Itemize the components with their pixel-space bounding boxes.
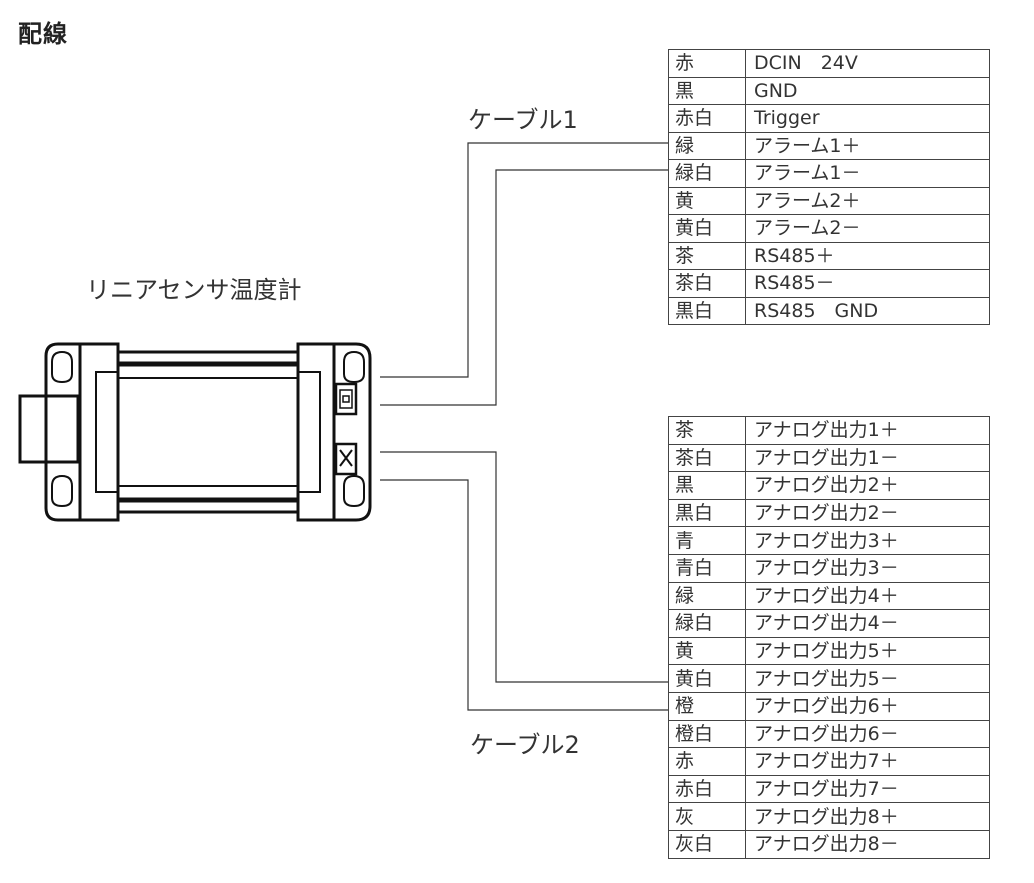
signal-cell: アナログ出力5－ bbox=[745, 664, 990, 693]
wire-color-cell: 黒 bbox=[668, 76, 746, 105]
table-row: 橙白アナログ出力6－ bbox=[668, 719, 990, 749]
wire-color-cell: 灰 bbox=[668, 802, 746, 831]
wire-color-cell: 茶 bbox=[668, 416, 746, 445]
signal-cell: アナログ出力6＋ bbox=[745, 691, 990, 721]
table-row: 青白アナログ出力3－ bbox=[668, 553, 990, 583]
wire-color-cell: 赤白 bbox=[668, 774, 746, 804]
cable2-table: 茶アナログ出力1＋茶白アナログ出力1－黒アナログ出力2＋黒白アナログ出力2－青ア… bbox=[668, 416, 990, 859]
table-row: 赤アナログ出力7＋ bbox=[668, 747, 990, 776]
signal-cell: アラーム2－ bbox=[745, 214, 990, 243]
signal-cell: アナログ出力7－ bbox=[745, 774, 990, 804]
cable2-label: ケーブル2 bbox=[470, 731, 580, 759]
signal-cell: Trigger bbox=[745, 104, 990, 133]
page-title: 配線 bbox=[18, 20, 68, 48]
table-row: 黄アラーム2＋ bbox=[668, 186, 990, 215]
table-row: 緑アラーム1＋ bbox=[668, 131, 990, 160]
wire-color-cell: 灰白 bbox=[668, 829, 746, 859]
signal-cell: アナログ出力4＋ bbox=[745, 581, 990, 611]
table-row: 緑白アナログ出力4－ bbox=[668, 609, 990, 638]
wire-color-cell: 赤 bbox=[668, 49, 746, 78]
signal-cell: アナログ出力5＋ bbox=[745, 636, 990, 666]
signal-cell: アナログ出力1＋ bbox=[745, 416, 990, 445]
signal-cell: GND bbox=[745, 76, 990, 105]
table-row: 茶白アナログ出力1－ bbox=[668, 443, 990, 473]
wire-color-cell: 緑 bbox=[668, 131, 746, 160]
device-label: リニアセンサ温度計 bbox=[86, 276, 302, 304]
signal-cell: アナログ出力7＋ bbox=[745, 747, 990, 776]
signal-cell: アナログ出力4－ bbox=[745, 609, 990, 638]
signal-cell: アナログ出力1－ bbox=[745, 443, 990, 473]
wire-color-cell: 黄 bbox=[668, 186, 746, 215]
signal-cell: アナログ出力2＋ bbox=[745, 471, 990, 500]
signal-cell: アナログ出力6－ bbox=[745, 719, 990, 749]
table-row: 黒アナログ出力2＋ bbox=[668, 471, 990, 500]
wire-color-cell: 緑白 bbox=[668, 159, 746, 188]
wire-color-cell: 青白 bbox=[668, 553, 746, 583]
wire-color-cell: 青 bbox=[668, 526, 746, 555]
signal-cell: アラーム2＋ bbox=[745, 186, 990, 215]
signal-cell: アラーム1－ bbox=[745, 159, 990, 188]
wire-color-cell: 緑 bbox=[668, 581, 746, 611]
wire-color-cell: 茶 bbox=[668, 241, 746, 270]
table-row: 緑白アラーム1－ bbox=[668, 159, 990, 188]
sensor-device-icon bbox=[18, 342, 372, 522]
table-row: 黄白アラーム2－ bbox=[668, 214, 990, 243]
signal-cell: アナログ出力3＋ bbox=[745, 526, 990, 555]
wire-color-cell: 橙白 bbox=[668, 719, 746, 749]
wire-color-cell: 赤 bbox=[668, 747, 746, 776]
signal-cell: RS485－ bbox=[745, 269, 990, 298]
signal-cell: アナログ出力8－ bbox=[745, 829, 990, 859]
signal-cell: アラーム1＋ bbox=[745, 131, 990, 160]
table-row: 青アナログ出力3＋ bbox=[668, 526, 990, 555]
table-row: 灰白アナログ出力8－ bbox=[668, 829, 990, 859]
table-row: 緑アナログ出力4＋ bbox=[668, 581, 990, 611]
wire-color-cell: 茶白 bbox=[668, 443, 746, 473]
table-row: 灰アナログ出力8＋ bbox=[668, 802, 990, 831]
cable2-wires bbox=[380, 451, 668, 711]
wire-color-cell: 黄 bbox=[668, 636, 746, 666]
wire-color-cell: 緑白 bbox=[668, 609, 746, 638]
signal-cell: RS485＋ bbox=[745, 241, 990, 270]
table-row: 茶アナログ出力1＋ bbox=[668, 416, 990, 445]
wire-color-cell: 黄白 bbox=[668, 664, 746, 693]
signal-cell: アナログ出力2－ bbox=[745, 498, 990, 528]
cable1-label: ケーブル1 bbox=[468, 106, 578, 134]
wire-color-cell: 橙 bbox=[668, 691, 746, 721]
wire-color-cell: 茶白 bbox=[668, 269, 746, 298]
table-row: 黄アナログ出力5＋ bbox=[668, 636, 990, 666]
table-row: 橙アナログ出力6＋ bbox=[668, 691, 990, 721]
signal-cell: DCIN 24V bbox=[745, 49, 990, 78]
wire-color-cell: 黒白 bbox=[668, 296, 746, 325]
wire-color-cell: 赤白 bbox=[668, 104, 746, 133]
wire-color-cell: 黒白 bbox=[668, 498, 746, 528]
table-row: 黄白アナログ出力5－ bbox=[668, 664, 990, 693]
table-row: 黒白アナログ出力2－ bbox=[668, 498, 990, 528]
signal-cell: RS485 GND bbox=[745, 296, 990, 325]
cable1-wires bbox=[380, 142, 668, 406]
wire-color-cell: 黒 bbox=[668, 471, 746, 500]
signal-cell: アナログ出力3－ bbox=[745, 553, 990, 583]
table-row: 赤白アナログ出力7－ bbox=[668, 774, 990, 804]
wire-color-cell: 黄白 bbox=[668, 214, 746, 243]
signal-cell: アナログ出力8＋ bbox=[745, 802, 990, 831]
